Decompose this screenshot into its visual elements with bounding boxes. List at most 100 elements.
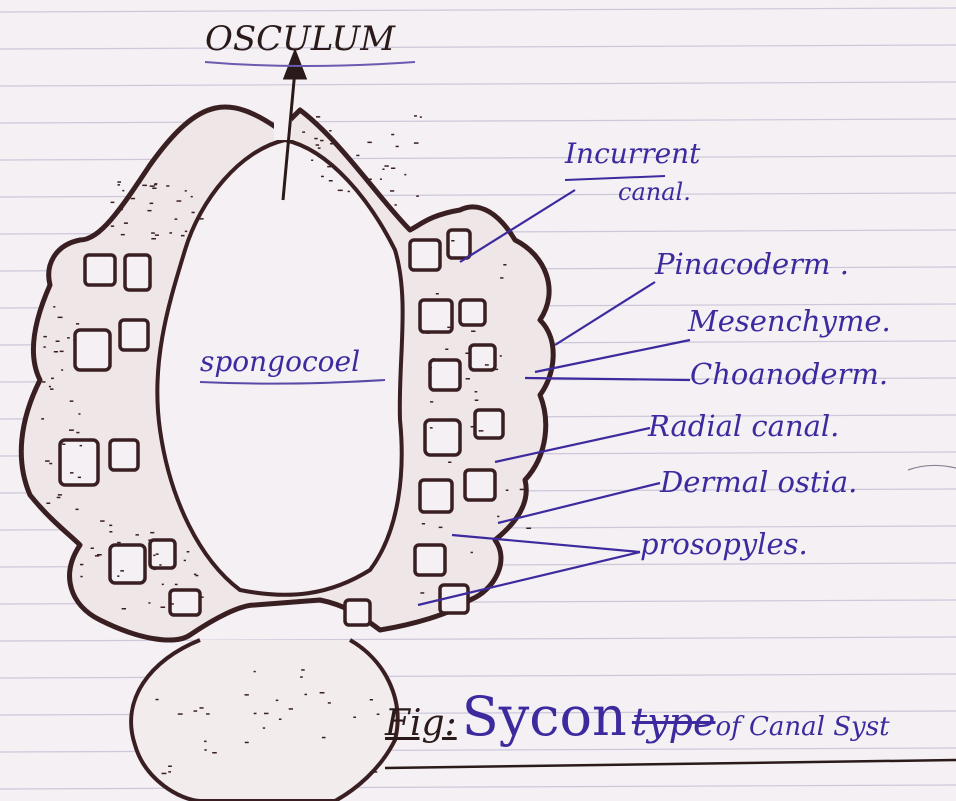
- speckle: [169, 232, 172, 234]
- speckle: [348, 191, 350, 193]
- speckle: [120, 570, 124, 572]
- speckle: [279, 719, 282, 721]
- speckle: [78, 477, 81, 479]
- speckle: [212, 752, 217, 754]
- speckle: [311, 160, 313, 162]
- speckle: [49, 463, 52, 465]
- speckle: [91, 548, 94, 550]
- speckle: [154, 184, 157, 186]
- speckle: [396, 146, 399, 148]
- speckle: [192, 212, 195, 214]
- dermal-tail: [908, 465, 956, 470]
- speckle: [320, 140, 323, 142]
- speckle: [159, 564, 161, 566]
- sponge-stalk: [131, 640, 397, 801]
- speckle: [503, 264, 506, 266]
- speckle: [194, 574, 196, 576]
- speckle: [156, 699, 159, 701]
- speckle: [426, 332, 429, 334]
- speckle: [447, 327, 452, 329]
- speckle: [204, 741, 206, 743]
- speckle: [316, 116, 320, 118]
- speckle: [302, 131, 305, 133]
- speckle: [420, 592, 424, 594]
- speckle: [69, 429, 74, 431]
- speckle: [263, 727, 265, 729]
- speckle: [185, 190, 187, 192]
- speckle: [80, 576, 82, 578]
- speckle: [465, 353, 469, 355]
- speckle: [245, 742, 249, 744]
- speckle: [148, 602, 150, 604]
- speckle: [475, 400, 479, 402]
- speckle: [430, 427, 433, 429]
- speckle: [430, 401, 433, 403]
- speckle: [53, 306, 55, 308]
- speckle: [111, 202, 115, 204]
- speckle: [154, 569, 156, 571]
- speckle: [356, 155, 359, 157]
- speckle: [471, 426, 476, 428]
- speckle: [43, 346, 45, 348]
- speckle: [380, 178, 382, 180]
- pinacoderm-label: Pinacoderm .: [655, 250, 849, 279]
- speckle: [300, 676, 303, 678]
- speckle: [137, 182, 141, 184]
- speckle: [367, 142, 371, 144]
- speckle: [151, 232, 155, 234]
- speckle: [471, 552, 473, 554]
- speckle: [162, 584, 164, 586]
- speckle: [43, 336, 46, 338]
- speckle: [161, 607, 166, 609]
- speckle: [391, 134, 394, 136]
- speckle: [384, 165, 388, 167]
- speckle: [57, 497, 61, 499]
- speckle: [430, 367, 432, 369]
- mesenchyme-label: Mesenchyme.: [688, 307, 891, 336]
- speckle: [162, 773, 167, 775]
- speckle: [121, 234, 125, 236]
- speckle: [151, 238, 156, 240]
- speckle: [506, 490, 509, 492]
- speckle: [136, 534, 139, 536]
- speckle: [191, 196, 193, 198]
- speckle: [404, 174, 406, 176]
- speckle: [73, 339, 76, 341]
- speckle: [432, 358, 434, 360]
- speckle: [150, 203, 154, 205]
- speckle: [56, 341, 60, 343]
- speckle: [451, 240, 454, 242]
- speckle: [122, 608, 126, 610]
- speckle: [171, 603, 174, 605]
- speckle: [329, 180, 333, 182]
- speckle: [328, 702, 331, 704]
- speckle: [318, 147, 321, 149]
- speckle: [305, 694, 308, 696]
- speckle: [60, 351, 64, 353]
- speckle: [187, 551, 190, 553]
- choanoderm-label: Choanoderm.: [690, 360, 888, 389]
- speckle: [395, 204, 397, 206]
- speckle: [377, 714, 380, 716]
- speckle: [321, 176, 324, 178]
- speckle: [466, 378, 470, 380]
- dermal-ostia-label: Dermal ostia.: [660, 468, 857, 497]
- speckle: [58, 494, 62, 496]
- speckle: [70, 400, 74, 402]
- speckle: [169, 568, 173, 570]
- speckle: [316, 144, 320, 146]
- speckle: [117, 542, 121, 544]
- speckle: [322, 737, 326, 739]
- speckle: [289, 708, 293, 710]
- speckle: [42, 381, 45, 383]
- speckle: [327, 166, 331, 168]
- speckle: [111, 225, 114, 227]
- speckle: [131, 198, 135, 200]
- speckle: [45, 460, 50, 462]
- speckle: [382, 169, 384, 171]
- radial-canal-label: Radial canal.: [648, 412, 839, 441]
- speckle: [76, 323, 79, 325]
- speckle: [494, 369, 498, 371]
- speckle: [109, 531, 112, 533]
- speckle: [166, 185, 169, 187]
